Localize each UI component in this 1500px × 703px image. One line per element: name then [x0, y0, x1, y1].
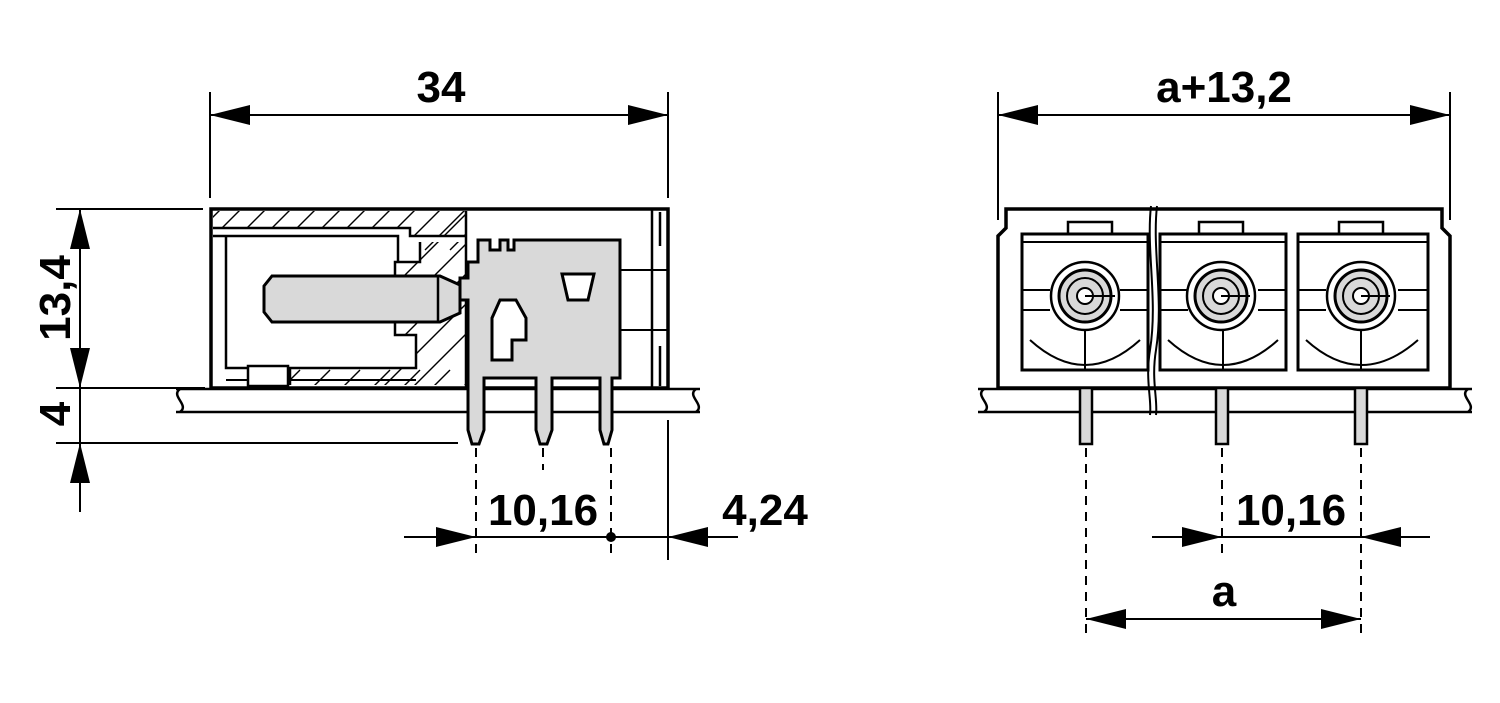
side-contact-pin — [262, 274, 462, 324]
dim-pin-length-label: 4 — [31, 401, 80, 426]
terminal-3 — [1296, 220, 1430, 446]
dim-pin-length: 4 — [31, 348, 90, 512]
front-view: a+13,2 10,16 a — [978, 63, 1473, 640]
dim-overall-length-label: 34 — [417, 63, 466, 112]
side-lug-window-left — [490, 298, 528, 362]
side-lug-window-right — [560, 272, 596, 302]
side-pcb-board — [175, 387, 701, 414]
dim-front-pitch: 10,16 — [1152, 486, 1430, 547]
dim-overall-length: 34 — [210, 63, 668, 125]
dim-body-height-label: 13,4 — [31, 255, 80, 341]
dim-overall-width-label: a+13,2 — [1156, 63, 1292, 112]
side-internal-cavity — [213, 234, 416, 388]
dim-side-pitch: 10,16 4,24 — [404, 486, 808, 547]
dim-body-height: 13,4 — [31, 209, 90, 388]
terminal-2 — [1158, 220, 1288, 446]
dim-side-pitch-label: 10,16 — [488, 486, 598, 535]
terminal-1 — [1020, 220, 1150, 446]
dim-overall-width: a+13,2 — [998, 63, 1450, 125]
side-solder-lug — [458, 238, 622, 446]
side-view: 34 13,4 4 10,16 4,24 — [31, 63, 808, 560]
dim-edge-offset-label: 4,24 — [722, 486, 808, 535]
dim-span: a — [1086, 567, 1361, 629]
dim-front-pitch-label: 10,16 — [1236, 486, 1346, 535]
dim-span-label: a — [1212, 567, 1237, 616]
